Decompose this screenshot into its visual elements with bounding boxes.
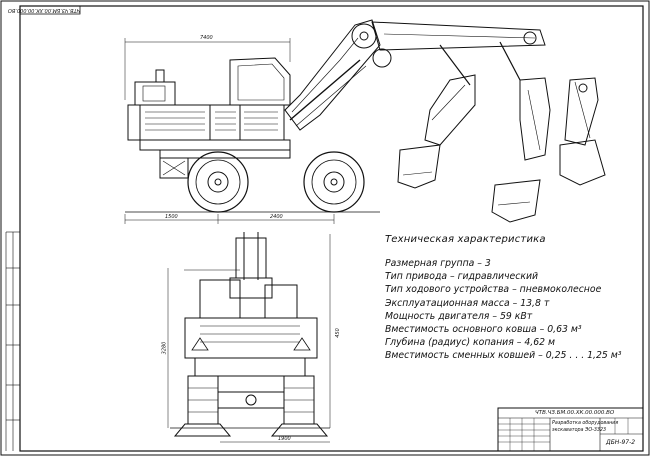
spec-line: Тип привода – гидравлический: [385, 271, 539, 283]
technical-specifications: Техническая характеристика Размерная гру…: [385, 234, 635, 363]
spec-line: Тип ходового устройства – пневмоколесное: [385, 284, 602, 296]
title-block-lines: [497, 407, 644, 452]
spec-line: Глубина (радиус) копания – 4,62 м: [385, 337, 556, 349]
dimension-overall-length: 7400: [200, 35, 213, 41]
left-margin-strip: [5, 231, 20, 451]
dimension-height-right: 450: [334, 328, 341, 338]
dimension-height-front: 3280: [161, 341, 168, 355]
front-view-excavator: [167, 232, 331, 443]
spec-line: Вместимость основного ковша – 0,63 м³: [385, 324, 582, 336]
spec-line: Эксплуатационная масса – 13,8 т: [385, 297, 550, 309]
corner-stamp-box: [19, 5, 81, 15]
spec-line: Мощность двигателя – 59 кВт: [385, 310, 533, 322]
spec-line: Вместимость сменных ковшей – 0,25 . . . …: [385, 350, 622, 362]
corner-stamp-text: ЧТВ.ЧЗ.БМ.00.ХК.00.000.ВО: [7, 7, 80, 13]
title-block-sheet-label: ДБН-97-2: [606, 439, 636, 446]
dimension-track-width: 1900: [278, 436, 291, 442]
spec-line: Размерная группа – 3: [385, 258, 491, 269]
spec-title: Техническая характеристика: [385, 234, 546, 245]
title-block-designation: ЧТВ.ЧЗ.БМ.00.ХК.00.000.ВО: [535, 410, 615, 416]
title-block-title-1: Разработка оборудования: [552, 421, 619, 426]
dimension-wheelbase: 2400: [270, 214, 283, 220]
side-view-excavator: [124, 19, 606, 224]
dimension-wheel-offset: 1500: [165, 214, 178, 220]
title-block-title-2: экскаватора ЭО-3323: [552, 428, 607, 433]
inner-frame: [19, 5, 644, 452]
